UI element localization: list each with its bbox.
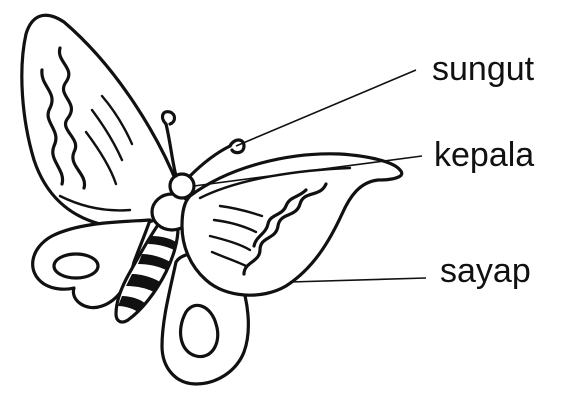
upper-right-forewing [182,154,402,295]
label-head: kepala [434,138,534,172]
label-wing: sayap [440,254,531,288]
antennae [163,112,244,176]
leader-line-wing [290,278,426,282]
upper-left-forewing [22,15,178,226]
leader-line-antenna [236,70,416,146]
label-antenna: sungut [432,52,534,86]
